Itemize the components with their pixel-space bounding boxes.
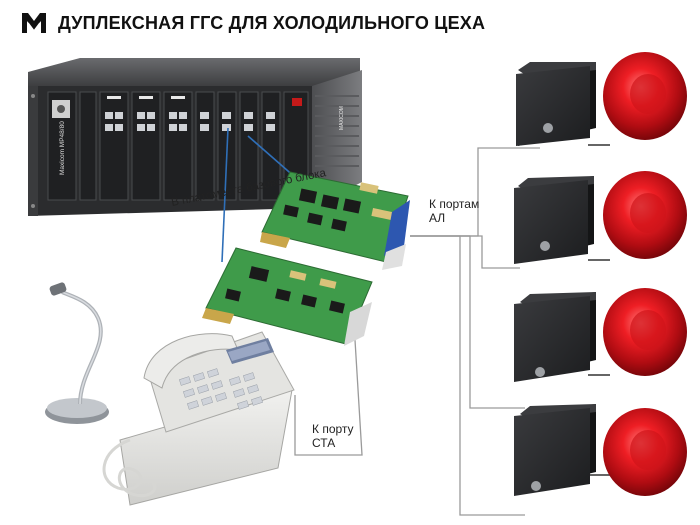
- line-board-lower: [202, 247, 373, 346]
- line-board-upper: [260, 171, 410, 270]
- speaker-unit-3: [514, 292, 596, 382]
- al-ports-label-line1: К портам: [429, 197, 479, 211]
- speaker-unit-2: [514, 176, 594, 264]
- strobe-beacon-1-icon: [603, 52, 687, 140]
- rack-side-label: MAXICOM: [339, 106, 345, 130]
- strobe-beacon-4-icon: [603, 408, 687, 496]
- page-title: ДУПЛЕКСНАЯ ГГС ДЛЯ ХОЛОДИЛЬНОГО ЦЕХА: [58, 12, 486, 33]
- system-telephone-icon: [102, 331, 295, 506]
- sta-port-label-line2: СТА: [312, 436, 335, 450]
- rack-model-label: Maxicom MP48/80: [59, 121, 66, 175]
- strobe-beacon-3-icon: [603, 288, 687, 376]
- wires: [221, 127, 610, 516]
- desk-microphone-icon: [45, 282, 109, 424]
- al-ports-label-line2: АЛ: [429, 211, 445, 225]
- maxicom-logo-icon: [20, 9, 48, 37]
- sta-port-label-line1: К порту: [312, 422, 354, 436]
- base-unit-rack: Maxicom MP48/80 MAXICOM: [28, 58, 362, 216]
- speaker-unit-1: [516, 62, 596, 146]
- speaker-unit-4: [514, 404, 596, 496]
- header: ДУПЛЕКСНАЯ ГГС ДЛЯ ХОЛОДИЛЬНОГО ЦЕХА: [20, 8, 485, 38]
- strobe-beacon-2-icon: [603, 171, 687, 259]
